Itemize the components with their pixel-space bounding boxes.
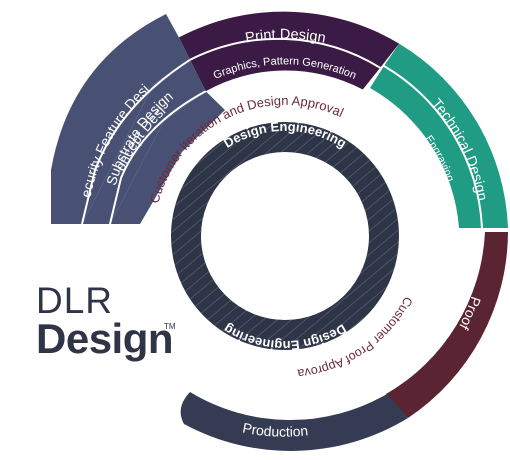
print-divider [189, 37, 381, 69]
brand-logo: DLR Design TM [36, 280, 176, 362]
print-design-band [178, 11, 400, 68]
substrate-design-band [51, 14, 190, 224]
print-design-label: Print Design [244, 27, 327, 47]
concept-divider-1 [81, 58, 191, 225]
proof-segment[interactable]: Proof [386, 232, 508, 418]
concept-band [110, 91, 225, 224]
print-design-segment[interactable]: Print Design Graphics, Pattern Generatio… [178, 11, 400, 92]
design-engineering-ring[interactable]: Design Engineering Design Engineering [171, 119, 399, 353]
inner-ring-stripes [171, 122, 399, 350]
production-label: Production [241, 420, 309, 440]
trademark-mark: TM [164, 322, 176, 331]
proof-band [386, 232, 508, 418]
production-segment[interactable]: Production [180, 392, 408, 451]
security-feature-band [82, 59, 206, 224]
technical-design-band [384, 43, 508, 228]
brand-dlr: DLR [36, 280, 114, 321]
brand-design: Design [36, 315, 174, 362]
concept-divider-2 [109, 90, 207, 225]
technical-divider [383, 65, 483, 229]
engraving-band [370, 66, 482, 228]
graphics-pattern-band [190, 38, 381, 92]
production-band [180, 392, 408, 451]
